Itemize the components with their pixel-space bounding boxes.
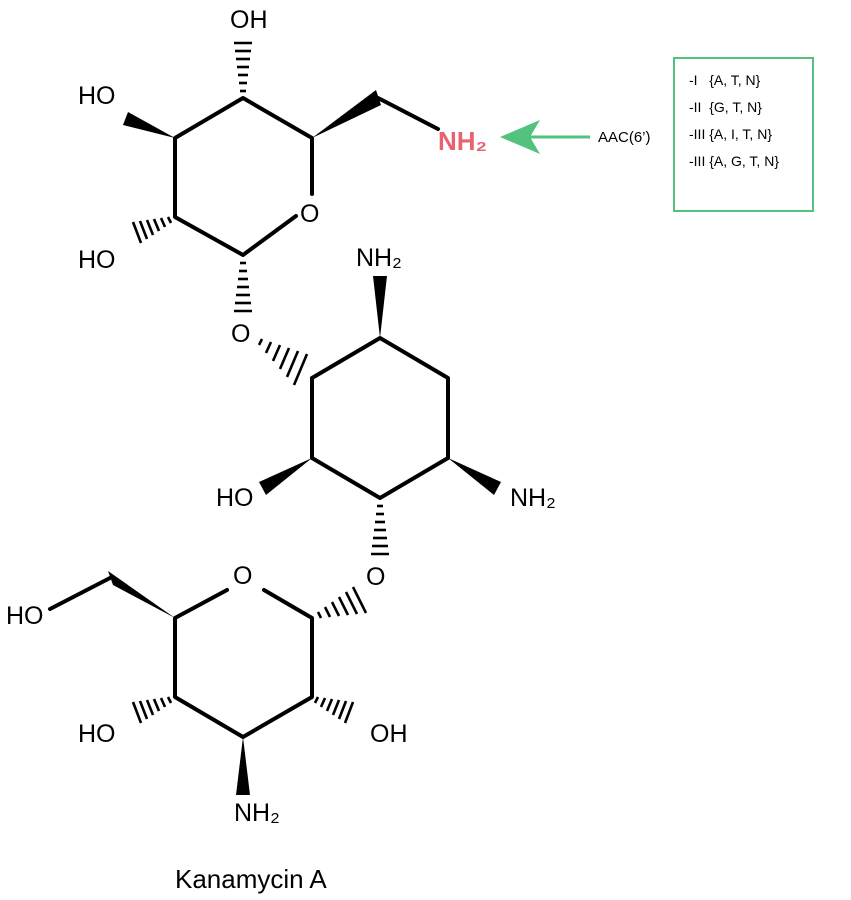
bottom-ch2-bond [48,576,112,611]
bottom-wedge-nh2 [236,737,250,795]
variant-box: -I {A, T, N} -II {G, T, N} -III {A, I, T… [673,57,814,212]
atom-nh2-target: NH₂ [438,126,487,156]
middle-wedge-ho [259,458,312,495]
atom-ho-bottom-left: HO [78,720,116,748]
middle-wedge-nh2-top [373,276,387,338]
top-ring-bonds [173,96,314,257]
molecule-name: Kanamycin A [175,864,327,894]
middle-wedge-nh2-right [448,458,501,495]
variant-row-2: -II {G, T, N} [689,99,762,115]
atom-top-ring-o: O [300,200,319,228]
atom-nh2-middle-right: NH₂ [510,484,556,512]
middle-hash-o2 [371,504,389,556]
atom-oh-top: OH [230,6,268,34]
atom-bottom-ring-o: O [233,562,252,590]
atom-nh2-middle-top: NH₂ [356,244,402,272]
middle-ring [257,276,501,556]
middle-hash-o1 [257,338,309,386]
enzyme-label: AAC(6’) [598,129,651,146]
bottom-hash-anomeric [316,586,368,619]
atom-nh2-bottom: NH₂ [234,799,280,827]
top-ring [123,41,440,313]
top-hash-anomeric [234,261,252,313]
enzyme-arrow [500,120,590,154]
atom-ho-lower-left: HO [78,246,116,274]
atom-ho-middle: HO [216,484,254,512]
middle-ring-bonds [310,336,450,500]
bottom-ring-bonds [173,588,314,739]
atom-glycosidic-o1: O [231,320,250,348]
variant-row-3: -III {A, I, T, N} [689,126,772,142]
bottom-hash-oh-right [313,696,355,724]
atom-ho-ch2: HO [6,602,44,630]
top-ch2-bond [376,96,440,131]
atom-ho-left: HO [78,82,116,110]
atom-oh-bottom-right: OH [370,720,408,748]
variant-row-1: -I {A, T, N} [689,72,761,88]
bottom-hash-oh-left [131,696,173,724]
variant-row-4: -III {A, G, T, N} [689,153,779,169]
bottom-wedge-ch2 [108,571,175,618]
top-wedge-oh-left [123,112,175,138]
arrow-head [500,120,540,154]
top-hash-oh-lower-left [131,216,173,244]
top-hash-oh-top [234,41,252,93]
bottom-ring [48,571,368,795]
top-wedge-ch2 [312,90,381,138]
atom-glycosidic-o2: O [366,563,385,591]
